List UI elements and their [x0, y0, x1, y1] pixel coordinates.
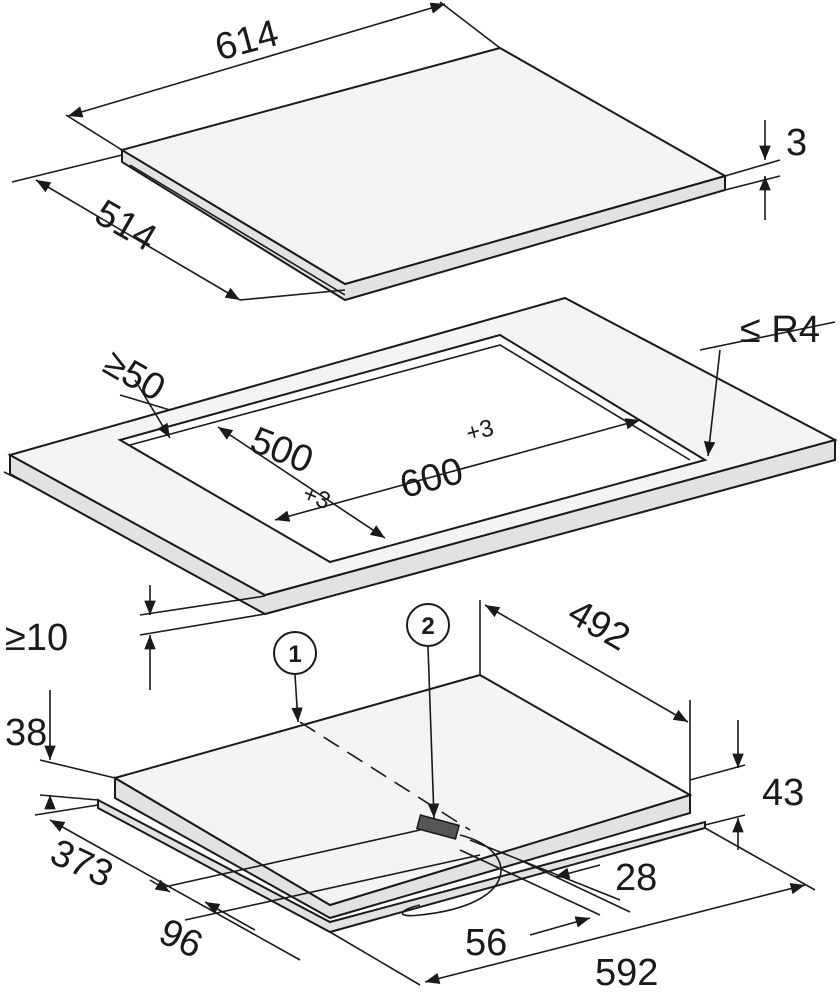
hob-top-view: 614 514 3	[11, 1, 807, 302]
corner-radius-label: ≤ R4	[740, 309, 820, 351]
height-total-label: 43	[762, 772, 804, 814]
underside-width-label: 592	[595, 952, 658, 994]
callout-2: 2	[421, 613, 434, 640]
hob-width-label: 614	[211, 12, 283, 69]
connection-box	[415, 814, 461, 840]
front-margin-label: ≥50	[96, 342, 172, 410]
worktop-thickness-label: ≥10	[5, 617, 68, 659]
hob-underside-view: 1 2 492 38 43 373 96 28 56	[5, 591, 816, 994]
connection-width-label: 56	[465, 922, 507, 964]
offset-left-label: 373	[44, 831, 119, 896]
glass-thickness-label: 3	[786, 122, 807, 164]
callout-1: 1	[288, 641, 301, 668]
offset-front-label: 96	[153, 911, 209, 967]
height-front-label: 38	[5, 712, 47, 754]
hob-depth-label: 514	[88, 192, 164, 260]
connection-depth-label: 28	[615, 857, 657, 899]
underside-depth-label: 492	[561, 591, 637, 659]
